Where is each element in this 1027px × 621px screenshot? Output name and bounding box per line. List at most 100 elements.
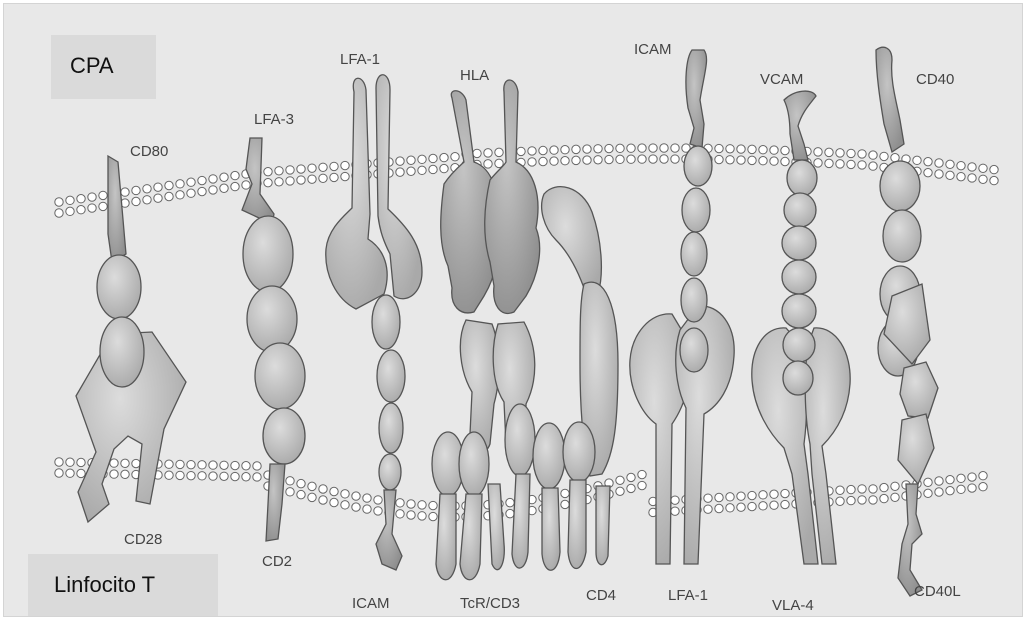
lipid-head xyxy=(814,159,822,167)
lipid-head xyxy=(66,458,74,466)
lipid-head xyxy=(649,144,657,152)
lipid-head xyxy=(660,155,668,163)
lipid-head xyxy=(847,149,855,157)
lipid-head xyxy=(616,144,624,152)
lipid-head xyxy=(484,160,492,168)
cd40-tail-top xyxy=(876,47,904,152)
lipid-head xyxy=(297,490,305,498)
lipid-head xyxy=(825,148,833,156)
lipid-head xyxy=(418,501,426,509)
lipid-head xyxy=(132,186,140,194)
vcam-domain xyxy=(784,193,816,227)
cd4-tail xyxy=(596,486,610,565)
lipid-head xyxy=(286,177,294,185)
lipid-head xyxy=(715,144,723,152)
lipid-head xyxy=(605,144,613,152)
lipid-head xyxy=(396,499,404,507)
cd2-tail xyxy=(266,464,285,541)
lipid-head xyxy=(759,157,767,165)
lipid-head xyxy=(737,492,745,500)
lipid-head xyxy=(704,505,712,513)
lipid-head xyxy=(330,498,338,506)
cd3-domain xyxy=(505,404,535,476)
lipid-head xyxy=(638,155,646,163)
lipid-head xyxy=(539,157,547,165)
icam-domain xyxy=(684,146,712,186)
icam-domain xyxy=(681,232,707,276)
lipid-head xyxy=(319,174,327,182)
lipid-head xyxy=(935,477,943,485)
lipid-head xyxy=(231,461,239,469)
lipid-head xyxy=(968,163,976,171)
lipid-head xyxy=(363,494,371,502)
lipid-head xyxy=(957,474,965,482)
lipid-head xyxy=(869,151,877,159)
lipid-head xyxy=(330,173,338,181)
lipid-head xyxy=(220,173,228,181)
lipid-head xyxy=(638,481,646,489)
lipid-head xyxy=(396,157,404,165)
lipid-head xyxy=(165,460,173,468)
label-lfa1-bottom: LFA-1 xyxy=(668,587,708,604)
label-lfa1-top: LFA-1 xyxy=(340,51,380,68)
lipid-head xyxy=(957,485,965,493)
lipid-head xyxy=(374,496,382,504)
lipid-head xyxy=(121,188,129,196)
lipid-head xyxy=(869,496,877,504)
diagram-frame: CPA Linfocito T xyxy=(3,3,1023,617)
cd3-domain xyxy=(459,432,489,496)
cd80-domain xyxy=(100,317,144,387)
lipid-head xyxy=(473,149,481,157)
lipid-head xyxy=(968,473,976,481)
lipid-head xyxy=(616,487,624,495)
lipid-head xyxy=(550,157,558,165)
lipid-head xyxy=(561,500,569,508)
lipid-head xyxy=(165,192,173,200)
lipid-head xyxy=(946,160,954,168)
lipid-head xyxy=(132,459,140,467)
lipid-head xyxy=(781,489,789,497)
lipid-head xyxy=(649,155,657,163)
lipid-head xyxy=(451,153,459,161)
lipid-head xyxy=(671,144,679,152)
lipid-head xyxy=(847,496,855,504)
lipid-head xyxy=(209,186,217,194)
lipid-head xyxy=(407,167,415,175)
lipid-head xyxy=(968,174,976,182)
lipid-head xyxy=(627,155,635,163)
lipid-head xyxy=(561,157,569,165)
lipid-head xyxy=(781,500,789,508)
lipid-head xyxy=(55,198,63,206)
lipid-head xyxy=(935,159,943,167)
lipid-head xyxy=(671,496,679,504)
lipid-head xyxy=(946,171,954,179)
lipid-head xyxy=(198,461,206,469)
lipid-head xyxy=(979,483,987,491)
label-icam-bottom: ICAM xyxy=(352,595,390,612)
lipid-head xyxy=(781,146,789,154)
lipid-head xyxy=(341,490,349,498)
lipid-head xyxy=(726,504,734,512)
lipid-head xyxy=(594,156,602,164)
lfa3-domain xyxy=(243,216,293,292)
lipid-head xyxy=(429,512,437,520)
lipid-head xyxy=(220,461,228,469)
lipid-head xyxy=(858,161,866,169)
lipid-head xyxy=(374,507,382,515)
lipid-head xyxy=(341,161,349,169)
lipid-head xyxy=(110,459,118,467)
cd4-tail xyxy=(568,480,586,569)
icam-domain xyxy=(682,188,710,232)
lipid-head xyxy=(825,159,833,167)
lipid-head xyxy=(550,146,558,154)
lipid-head xyxy=(913,156,921,164)
lipid-head xyxy=(77,195,85,203)
lipid-head xyxy=(770,157,778,165)
lipid-head xyxy=(836,486,844,494)
hla-chain xyxy=(485,80,540,313)
cd3-domain xyxy=(533,423,565,489)
lipid-head xyxy=(297,479,305,487)
lipid-head xyxy=(154,183,162,191)
lipid-head xyxy=(297,165,305,173)
lipid-head xyxy=(759,502,767,510)
